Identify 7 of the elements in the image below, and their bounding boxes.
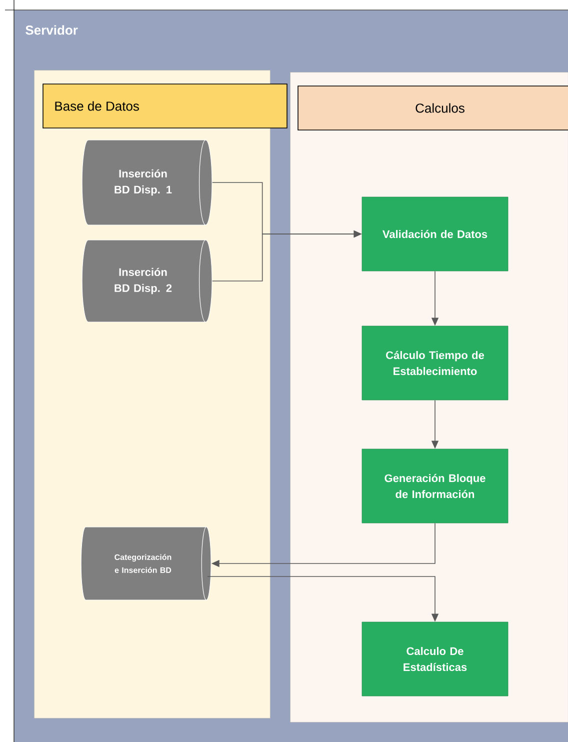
database-cylinder: Categorización e Inserción BD (80, 526, 212, 600)
process-box: Generación Bloque de Información (362, 448, 508, 524)
database-cylinder: Inserción BD Disp. 2 (82, 240, 212, 322)
process-box: Calculo De Estadísticas (362, 622, 508, 696)
database-cylinder: Inserción BD Disp. 1 (82, 140, 212, 226)
process-box: Cálculo Tiempo de Establecimiento (362, 326, 508, 400)
process-box: Validación de Datos (362, 196, 508, 272)
